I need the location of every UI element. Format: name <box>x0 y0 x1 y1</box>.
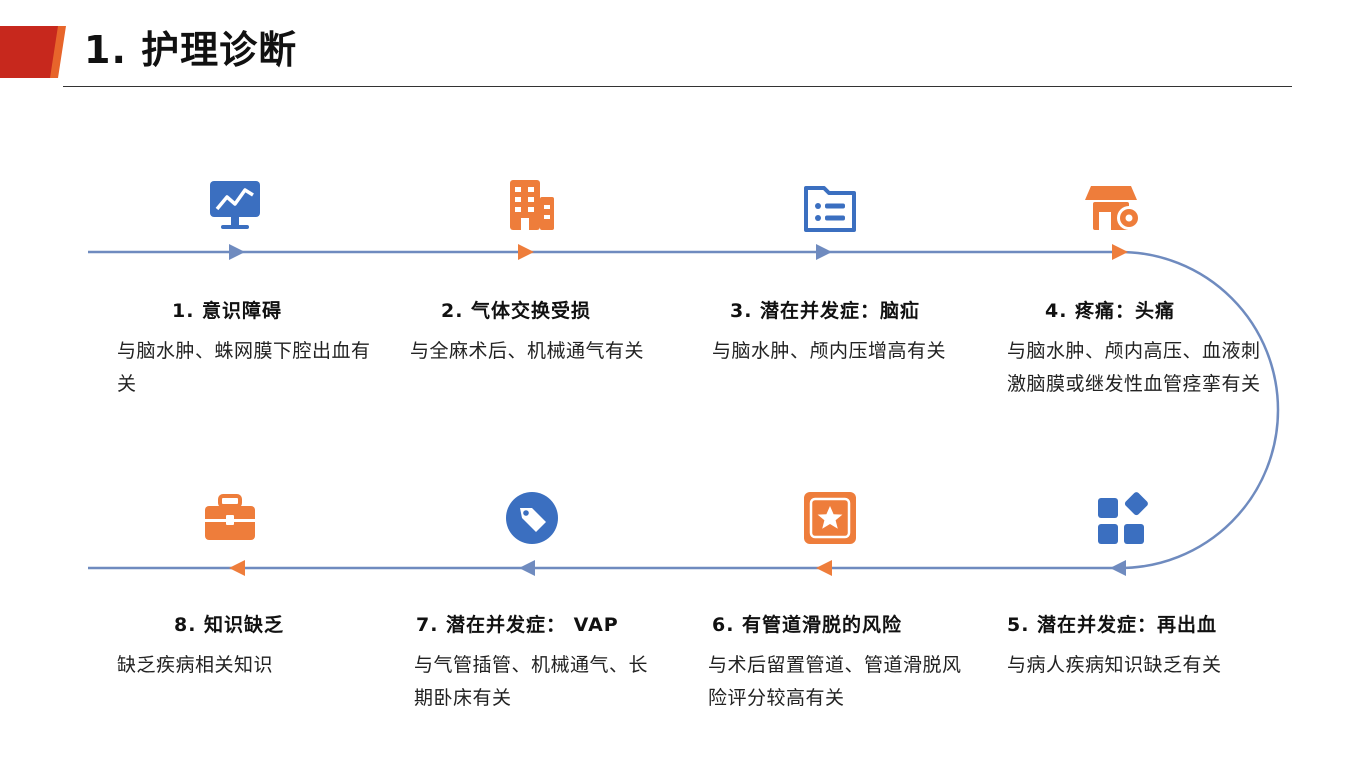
step-8-title: 8. 知识缺乏 <box>174 614 285 636</box>
step-3-arrow <box>816 244 832 260</box>
step-3-title: 3. 潜在并发症：脑疝 <box>730 300 921 322</box>
step-5-arrow <box>1110 560 1126 576</box>
step-5-title: 5. 潜在并发症：再出血 <box>1007 614 1218 636</box>
step-2-description: 与全麻术后、机械通气有关 <box>410 340 645 362</box>
step-1-arrow <box>229 244 245 260</box>
store-gear-icon <box>1085 186 1141 230</box>
step-7-arrow <box>519 560 535 576</box>
step-6-arrow <box>816 560 832 576</box>
step-3-description: 与脑水肿、颅内压增高有关 <box>712 340 947 362</box>
corner-logo <box>0 26 66 78</box>
building-icon <box>510 180 554 230</box>
step-6-title: 6. 有管道滑脱的风险 <box>712 614 903 636</box>
star-badge-icon <box>804 492 856 544</box>
step-8-arrow <box>229 560 245 576</box>
step-7-description: 与气管插管、机械通气、长期卧床有关 <box>414 654 649 709</box>
step-1-description: 与脑水肿、蛛网膜下腔出血有关 <box>117 340 371 395</box>
step-7-title: 7. 潜在并发症： VAP <box>416 614 619 636</box>
step-8-description: 缺乏疾病相关知识 <box>117 654 274 676</box>
tag-circle-icon <box>506 492 558 544</box>
step-4-title: 4. 疼痛：头痛 <box>1045 300 1176 322</box>
monitor-chart-icon <box>210 181 260 229</box>
step-1-title: 1. 意识障碍 <box>172 300 283 322</box>
toolbox-icon <box>205 494 255 540</box>
step-4-description: 与脑水肿、颅内高压、血液刺激脑膜或继发性血管痉挛有关 <box>1007 340 1261 395</box>
title-divider <box>63 86 1292 87</box>
step-5-description: 与病人疾病知识缺乏有关 <box>1007 654 1222 676</box>
step-6-description: 与术后留置管道、管道滑脱风险评分较高有关 <box>708 654 962 709</box>
widgets-icon <box>1098 492 1148 544</box>
page-title: 1. 护理诊断 <box>84 28 298 72</box>
step-2-title: 2. 气体交换受损 <box>441 300 592 322</box>
step-2-arrow <box>518 244 534 260</box>
list-folder-icon <box>804 186 856 232</box>
step-4-arrow <box>1112 244 1128 260</box>
